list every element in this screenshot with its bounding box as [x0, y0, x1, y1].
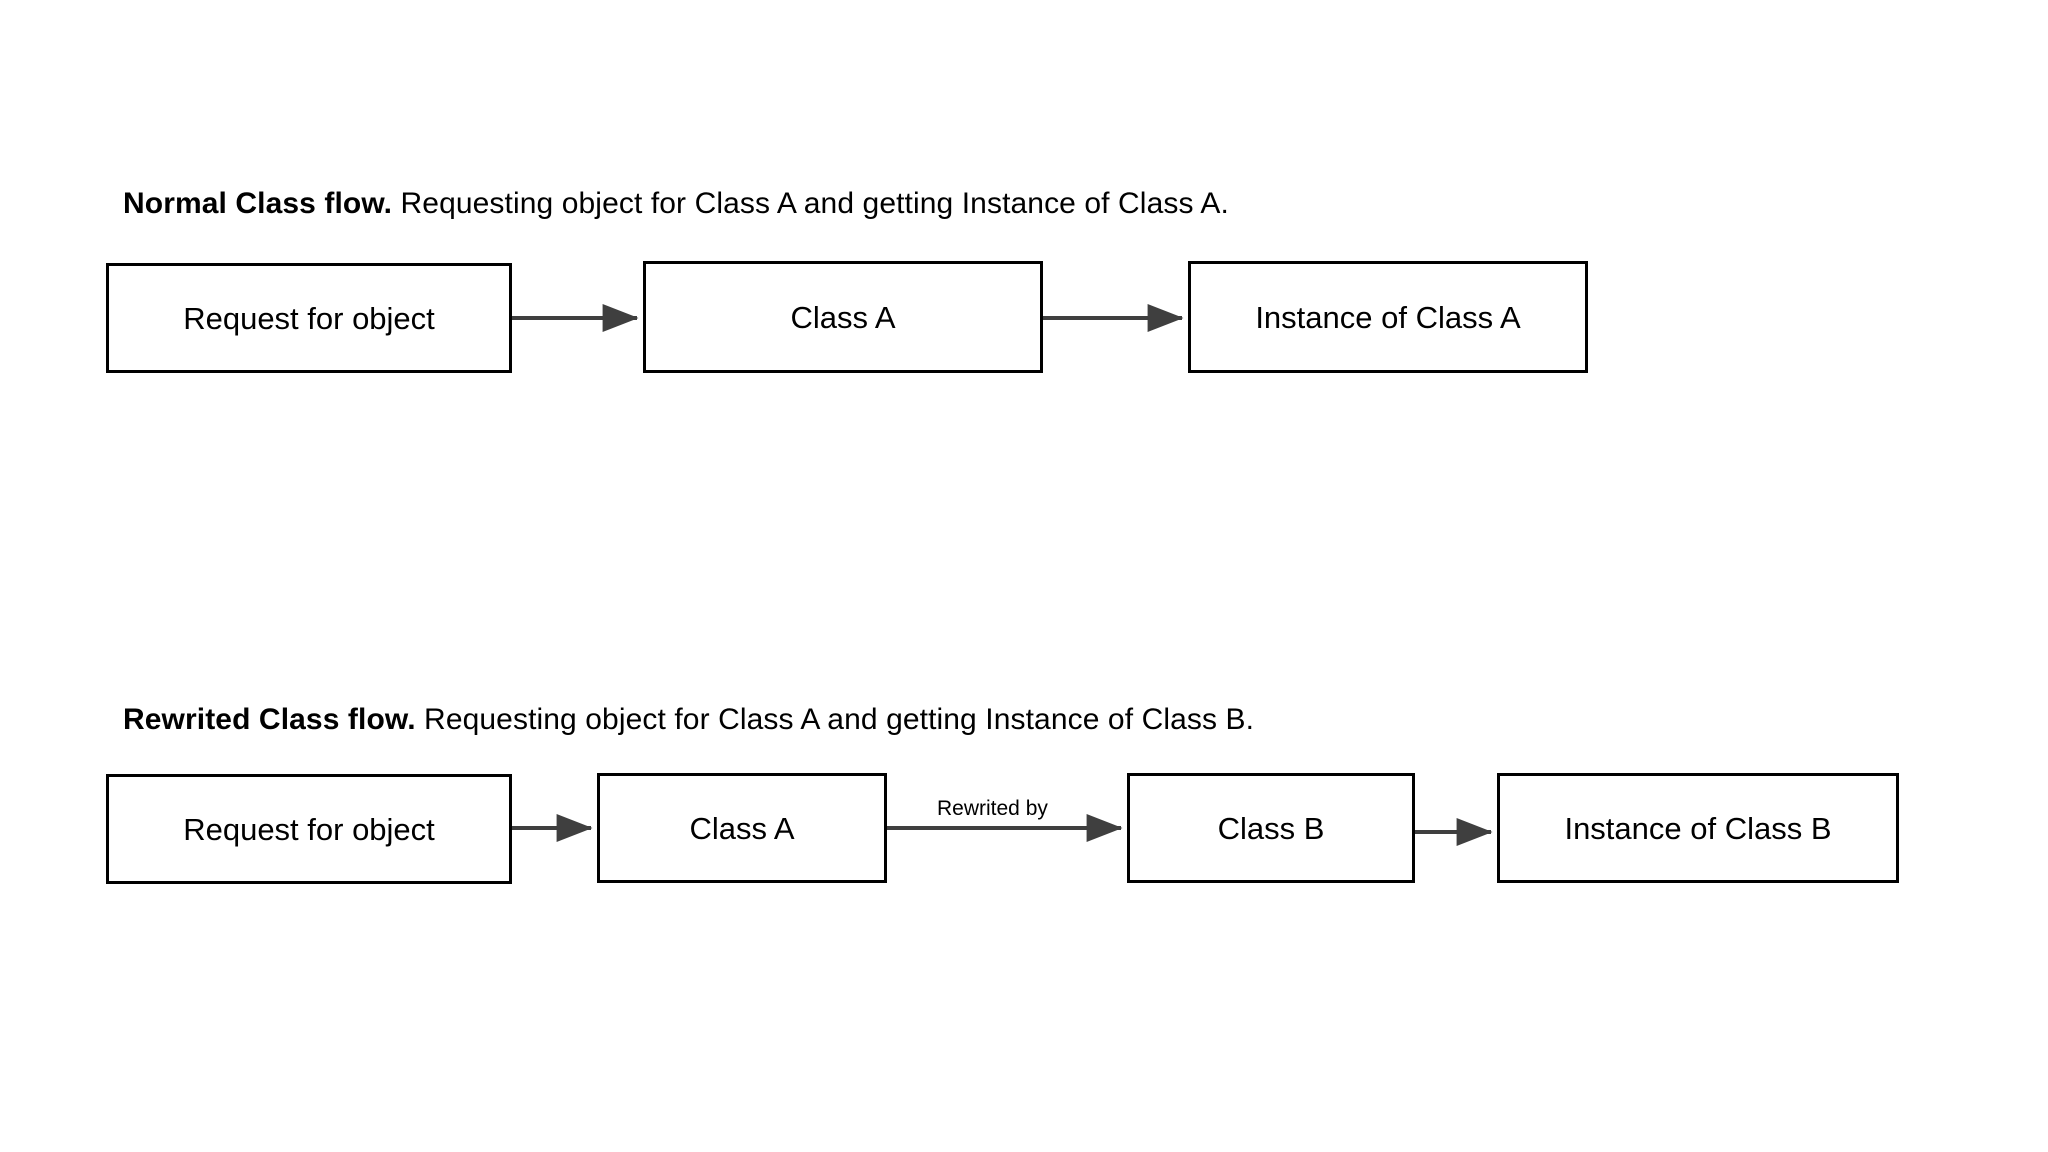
- node-class-a-row2[interactable]: Class A: [597, 773, 887, 883]
- node-label: Class A: [790, 299, 896, 335]
- caption-normal-rest: Requesting object for Class A and gettin…: [392, 187, 1229, 220]
- caption-rewrited-class-flow: Rewrited Class flow. Requesting object f…: [123, 702, 1254, 738]
- edge-label-rewrited-by: Rewrited by: [937, 797, 1048, 820]
- node-instance-of-class-b-row2[interactable]: Instance of Class B: [1497, 773, 1899, 883]
- node-label: Instance of Class B: [1564, 810, 1832, 846]
- node-label: Request for object: [183, 300, 435, 336]
- node-request-for-object-row1[interactable]: Request for object: [106, 263, 512, 373]
- caption-normal-lead: Normal Class flow.: [123, 187, 393, 220]
- node-label: Instance of Class A: [1255, 299, 1521, 335]
- caption-rewrited-lead: Rewrited Class flow.: [123, 703, 416, 736]
- node-instance-of-class-a-row1[interactable]: Instance of Class A: [1188, 261, 1588, 373]
- node-class-a-row1[interactable]: Class A: [643, 261, 1043, 373]
- caption-rewrited-rest: Requesting object for Class A and gettin…: [415, 703, 1255, 736]
- node-label: Request for object: [183, 811, 435, 847]
- node-request-for-object-row2[interactable]: Request for object: [106, 774, 512, 884]
- node-class-b-row2[interactable]: Class B: [1127, 773, 1415, 883]
- caption-normal-class-flow: Normal Class flow. Requesting object for…: [123, 186, 1229, 222]
- node-label: Class A: [689, 810, 795, 846]
- node-label: Class B: [1217, 810, 1325, 846]
